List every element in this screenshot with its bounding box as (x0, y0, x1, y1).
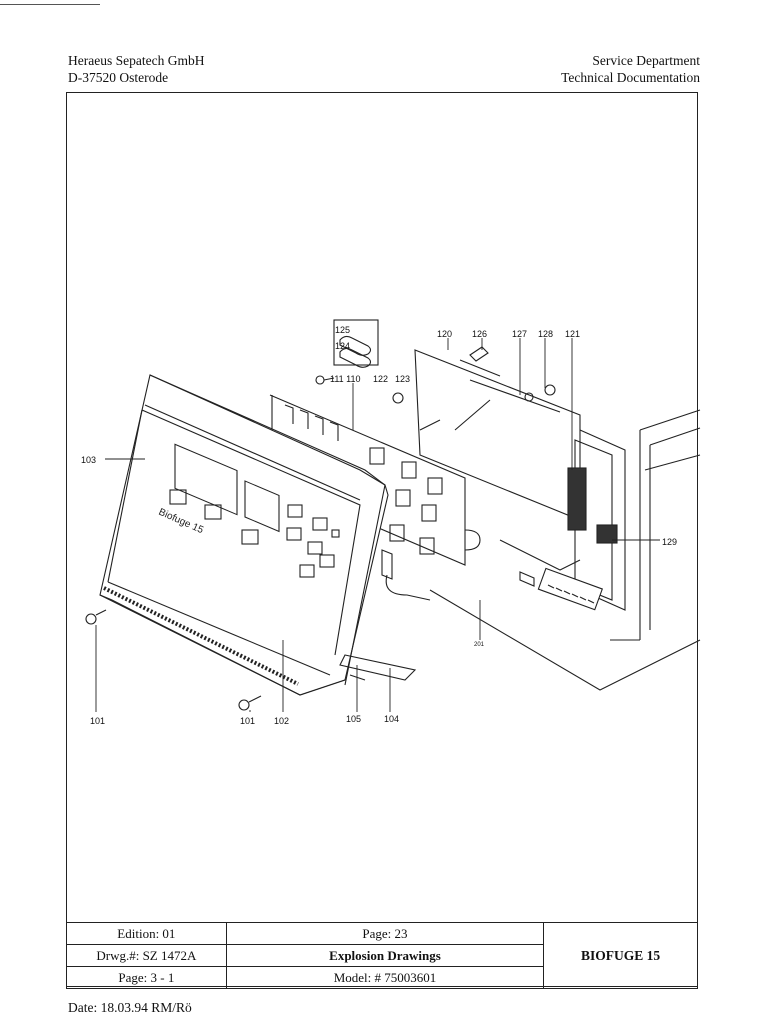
callout-101-right: 101 (240, 716, 255, 726)
drawing-number-cell: Drwg.#: SZ 1472A (66, 944, 227, 967)
document-type: Technical Documentation (561, 70, 700, 85)
callout-111-110: 111 110 (330, 374, 361, 384)
callout-122: 122 (373, 374, 388, 384)
callout-labels: 103 101 101 102 105 104 201 129 125 124 … (81, 325, 677, 726)
page-cell: Page: 23 (225, 922, 545, 945)
subpage-cell: Page: 3 - 1 (66, 966, 227, 989)
scan-edge-line (0, 4, 100, 5)
small-board (339, 654, 417, 681)
callout-101-left: 101 (90, 716, 105, 726)
company-address: D-37520 Osterode (68, 70, 169, 85)
callout-128: 128 (538, 329, 553, 339)
terminal-strip (519, 567, 603, 611)
callout-103: 103 (81, 455, 96, 465)
callout-125: 125 (335, 325, 350, 335)
callout-104: 104 (384, 714, 399, 724)
section-title-cell: Explosion Drawings (225, 944, 545, 967)
document-date: Date: 18.03.94 RM/Rö (68, 1000, 192, 1015)
front-panel (99, 374, 389, 696)
edition-cell: Edition: 01 (66, 922, 227, 945)
callout-105: 105 (346, 714, 361, 724)
callout-123: 123 (395, 374, 410, 384)
chassis (429, 409, 701, 691)
callout-127: 127 (512, 329, 527, 339)
callout-129: 129 (662, 537, 677, 547)
leader-lines (95, 338, 660, 712)
control-board (414, 349, 626, 611)
model-cell: Model: # 75003601 (225, 966, 545, 989)
header-right: Service Department Technical Documentati… (561, 52, 700, 86)
callout-102: 102 (274, 716, 289, 726)
company-name: Heraeus Sepatech GmbH (68, 53, 205, 68)
header-left: Heraeus Sepatech GmbH D-37520 Osterode (68, 52, 204, 86)
product-name: BIOFUGE 15 (543, 922, 698, 989)
department-name: Service Department (592, 53, 700, 68)
screws (85, 319, 556, 711)
callout-120: 120 (437, 329, 452, 339)
title-block: Edition: 01 Page: 23 BIOFUGE 15 Drwg.#: … (66, 922, 698, 989)
callout-124: 124 (335, 341, 350, 351)
callout-201: 201 (474, 642, 485, 648)
callout-121: 121 (565, 329, 580, 339)
callout-126: 126 (472, 329, 487, 339)
